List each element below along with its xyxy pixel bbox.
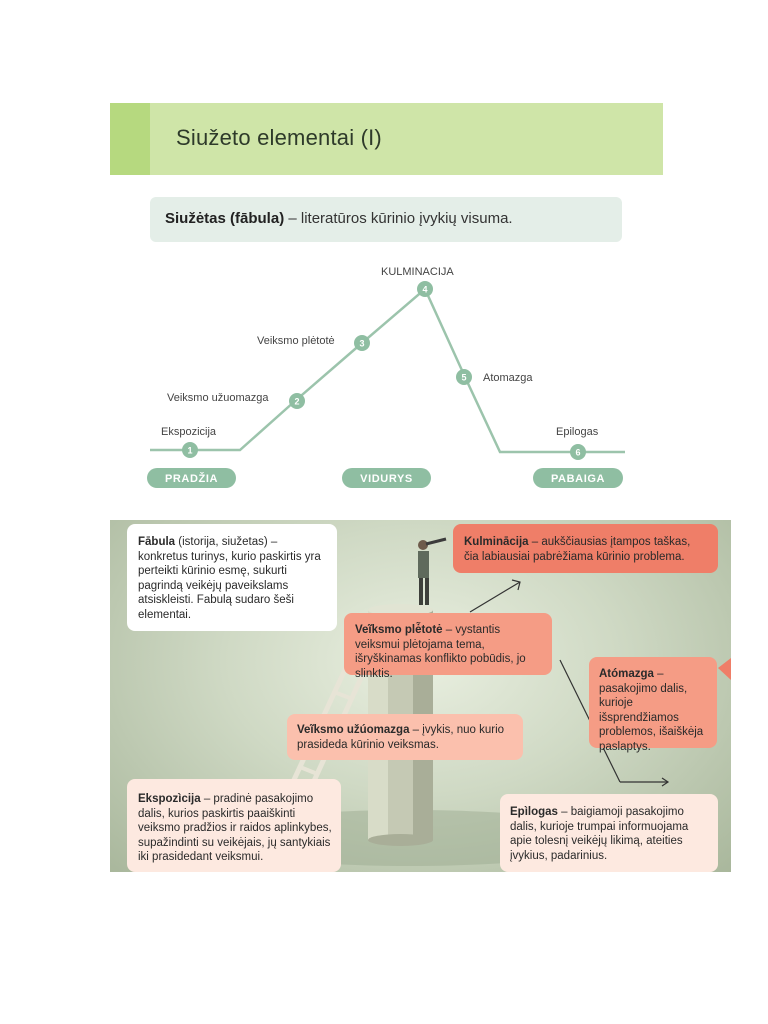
stage-label-atomazga: Atomazga: [483, 372, 533, 384]
illustration-photo: Fābula (istorija, siužetas) – konkretus …: [110, 520, 731, 872]
card-atomazga: Atómazga – pasakojimo dalis, kurioje išs…: [589, 657, 717, 753]
card-kulminacija-text: – aukščiausias įtampos taškas, čia labia…: [464, 536, 691, 563]
card-fabula-term: Fābula: [138, 536, 176, 548]
svg-text:PRADŽIA: PRADŽIA: [165, 472, 218, 485]
phase-pill-pabaiga: PABAIGA: [533, 468, 623, 488]
card-epilogas: Epìlogas – baigiamoji pasakojimo dalis, …: [500, 794, 718, 872]
card-epilogas-text: – baigiamoji pasakojimo dalis, kurioje t…: [510, 806, 689, 862]
svg-text:5: 5: [461, 373, 466, 383]
stage-node-2: 2: [289, 393, 305, 409]
card-uzuomazga: Veĩksmo užúomazga – įvykis, nuo kurio pr…: [287, 714, 523, 760]
card-ekspozicija-term: Ekspozìcija: [138, 793, 201, 805]
stage-label-ekspozicija: Ekspozicija: [161, 426, 217, 438]
plot-diagram: 1 2 3 4 5 6 Ekspozicija Veiksmo užuomazg…: [147, 266, 625, 488]
svg-text:1: 1: [187, 446, 192, 456]
plot-line: [150, 286, 625, 454]
svg-text:PABAIGA: PABAIGA: [551, 473, 605, 485]
svg-text:3: 3: [359, 339, 364, 349]
card-pletote: Veĩksmo plė̃totė – vystantis veiksmui pl…: [344, 613, 552, 680]
card-fabula: Fābula (istorija, siužetas) – konkretus …: [127, 524, 337, 631]
stage-node-6: 6: [570, 444, 586, 460]
stage-node-4: 4: [417, 281, 433, 297]
card-fabula-text: (istorija, siužetas) – konkretus turinys…: [138, 536, 321, 621]
stage-label-uzuomazga: Veiksmo užuomazga: [167, 392, 269, 404]
svg-text:VIDURYS: VIDURYS: [360, 473, 413, 485]
phase-pill-vidurys: VIDURYS: [342, 468, 431, 488]
header-accent: [110, 103, 150, 175]
definition-box: Siužėtas (fābula) – literatūros kūrinio …: [150, 197, 622, 242]
stage-node-1: 1: [182, 442, 198, 458]
card-pletote-term: Veĩksmo plė̃totė: [355, 624, 443, 636]
card-kulminacija: Kulminācija – aukščiausias įtampos taška…: [453, 524, 718, 573]
svg-text:2: 2: [294, 397, 299, 407]
definition-term: Siužėtas (fābula): [165, 210, 285, 227]
card-kulminacija-term: Kulminācija: [464, 536, 529, 548]
phase-pill-pradzia: PRADŽIA: [147, 468, 236, 488]
card-ekspozicija: Ekspozìcija – pradinė pasakojimo dalis, …: [127, 779, 341, 872]
stage-label-kulminacija: KULMINACIJA: [381, 266, 454, 278]
card-atomazga-text: – pasakojimo dalis, kurioje išsprendžiam…: [599, 668, 704, 753]
svg-text:4: 4: [422, 285, 427, 295]
stage-node-5: 5: [456, 369, 472, 385]
card-ekspozicija-text: – pradinė pasakojimo dalis, kurios paski…: [138, 793, 332, 863]
card-uzuomazga-text: – įvykis, nuo kurio prasideda kūrinio ve…: [297, 724, 505, 751]
definition-text: – literatūros kūrinio įvykių visuma.: [284, 210, 513, 227]
card-uzuomazga-term: Veĩksmo užúomazga: [297, 724, 410, 736]
page-title: Siužeto elementai (I): [176, 125, 382, 150]
stage-label-epilogas: Epilogas: [556, 426, 599, 438]
card-atomazga-term: Atómazga: [599, 668, 654, 680]
stage-label-pletote: Veiksmo plėtotė: [257, 335, 335, 347]
card-pletote-text: – vystantis veiksmui plėtojama tema, išr…: [355, 624, 526, 680]
svg-text:6: 6: [575, 448, 580, 458]
stage-node-3: 3: [354, 335, 370, 351]
person-figure: [418, 537, 447, 605]
header-band: Siužeto elementai (I): [110, 103, 663, 175]
card-epilogas-term: Epìlogas: [510, 806, 558, 818]
